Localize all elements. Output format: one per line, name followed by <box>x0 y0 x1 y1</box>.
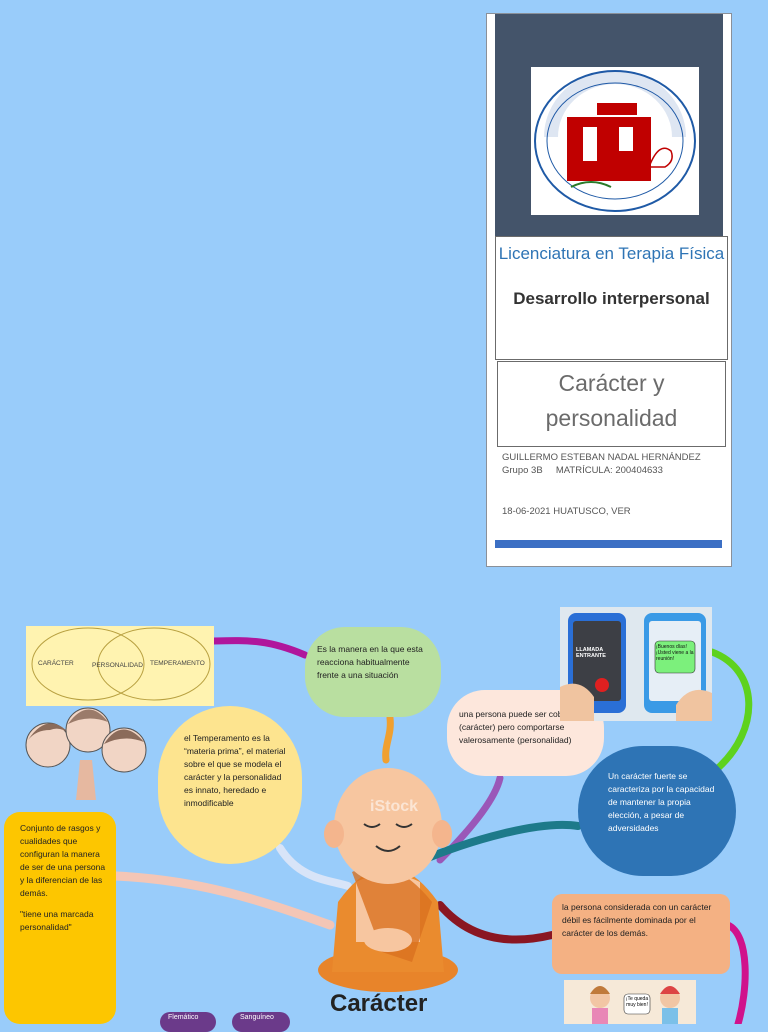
main-title: Carácter <box>330 990 428 1017</box>
student-name: GUILLERMO ESTEBAN NADAL HERNÁNDEZ <box>502 452 701 463</box>
venn-label-temperamento: TEMPERAMENTO <box>150 660 205 667</box>
pill-flematico: Flemático <box>160 1012 216 1032</box>
degree-box: Licenciatura en Terapia Física Desarroll… <box>495 236 728 360</box>
strong-character-bubble: Un carácter fuerte se caracteriza por la… <box>578 746 736 876</box>
heads-illustration-icon <box>25 707 147 800</box>
traits-bubble: Conjunto de rasgos y cualidades que conf… <box>4 812 116 1024</box>
stock-watermark: iStock <box>370 798 419 815</box>
comic-illustration: ¡Te queda muy bien! <box>564 980 696 1024</box>
student-info: GUILLERMO ESTEBAN NADAL HERNÁNDEZ Grupo … <box>502 451 701 477</box>
venn-label-caracter: CARÁCTER <box>38 660 74 667</box>
topic-title: Carácter y personalidad <box>497 361 726 447</box>
comic-people-icon <box>590 986 680 1024</box>
comic-speech-text: ¡Te queda muy bien! <box>625 996 649 1008</box>
traits-quote: "tiene una marcada personalidad" <box>20 909 94 932</box>
university-logo <box>531 67 699 215</box>
subject-title: Desarrollo interpersonal <box>513 289 710 308</box>
degree-title: Licenciatura en Terapia Física <box>498 244 725 263</box>
university-seal-icon <box>534 70 696 212</box>
chat-message-label: ¡Buenos días! ¡Usted viene a la reunión! <box>656 644 694 662</box>
phones-illustration: LLAMADA ENTRANTE ¡Buenos días! ¡Usted vi… <box>560 607 712 721</box>
student-group: Grupo 3B MATRÍCULA: 200404633 <box>502 465 663 476</box>
cover-footer-bar <box>495 540 722 548</box>
weak-character-bubble: la persona considerada con un carácter d… <box>552 894 730 974</box>
venn-circles-icon <box>31 627 211 701</box>
definition-bubble: Es la manera en la que esta reacciona ha… <box>305 627 441 717</box>
incoming-call-label: LLAMADA ENTRANTE <box>576 647 606 659</box>
monk-illustration-icon <box>318 768 458 992</box>
traits-text: Conjunto de rasgos y cualidades que conf… <box>20 823 106 898</box>
phones-icon <box>560 607 712 721</box>
venn-label-personalidad: PERSONALIDAD <box>92 662 143 669</box>
cover-card: Licenciatura en Terapia Física Desarroll… <box>486 13 732 567</box>
temperament-bubble: el Temperamento es la “materia prima”, e… <box>158 706 302 864</box>
date-location: 18-06-2021 HUATUSCO, VER <box>502 506 631 517</box>
venn-diagram: CARÁCTER PERSONALIDAD TEMPERAMENTO <box>26 626 214 706</box>
pill-sanguineo: Sanguíneo <box>232 1012 290 1032</box>
